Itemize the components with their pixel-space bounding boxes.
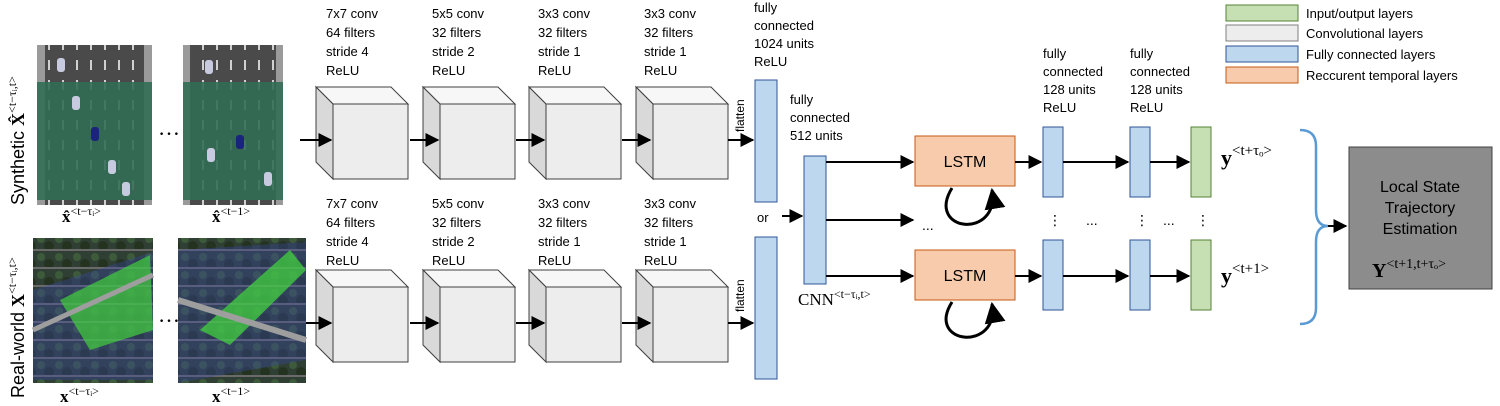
real-world-row-label: Real-world X<t−τᵢ,t> (5, 257, 28, 398)
fc512-arrows (826, 155, 915, 283)
fc1024-top-block (754, 79, 778, 203)
output-bottom-label: y<t+1> (1221, 261, 1269, 288)
conv4-top-cube (634, 85, 730, 181)
lstm-top-loop (944, 187, 1006, 226)
conv1-top-cube (314, 85, 410, 181)
real-world-image-first (31, 238, 155, 383)
synthetic-image-first (37, 45, 152, 205)
conv2-top-cube (421, 85, 517, 181)
conv2-bottom-cube (421, 268, 517, 364)
legend-label-input-output: Input/output layers (1306, 6, 1413, 21)
synthetic-first-caption: x̂<t−τᵢ> (62, 204, 101, 226)
svg-text:⋮: ⋮ (1135, 212, 1149, 228)
output-top-label: y<t+τₒ> (1221, 143, 1272, 170)
conv3-top-cube (527, 85, 623, 181)
synthetic-row-label: Synthetic X̂<t−τᵢ,t> (5, 76, 28, 205)
output-bottom-block (1190, 239, 1212, 311)
cnn-label: CNN<t−τᵢ,t> (798, 287, 871, 309)
legend-label-convolutional: Convolutional layers (1306, 26, 1424, 41)
lstm-bottom-label: LSTM (944, 268, 987, 285)
conv4-bottom-cube (634, 268, 730, 364)
fc128-first-bottom-block (1042, 239, 1064, 311)
conv-arrows (300, 133, 755, 330)
lstm-bottom-loop (944, 301, 1006, 339)
legend-swatch-convolutional (1225, 24, 1299, 42)
middle-ellipses: ⋮ ... ⋮ ... ⋮ (1048, 212, 1210, 228)
legend-swatch-input-output (1225, 4, 1299, 22)
real-world-last-caption: x<t−1> (212, 384, 250, 406)
svg-text:...: ... (1086, 212, 1098, 228)
fc1024-bottom-block (754, 236, 778, 380)
legend-label-fully-connected: Fully connected layers (1306, 47, 1436, 62)
svg-text:⋮: ⋮ (1048, 212, 1062, 228)
final-estimation-box (1348, 146, 1493, 290)
synthetic-image-last (183, 45, 283, 205)
fc128-second-top-block (1129, 126, 1151, 198)
real-world-first-caption: x<t−τᵢ> (60, 384, 99, 406)
synthetic-last-caption: x̂<t−1> (212, 204, 250, 226)
conv1-bottom-cube (314, 268, 410, 364)
or-label: or (757, 210, 769, 225)
real-world-dots: … (158, 302, 180, 327)
real-world-image-last (177, 238, 307, 383)
svg-text:...: ... (1163, 212, 1175, 228)
fc512-block (803, 155, 827, 285)
fc128-second-bottom-block (1129, 239, 1151, 311)
final-box-symbol: Y<t+1,t+τₒ> (1372, 257, 1446, 282)
lstm-top-label: LSTM (944, 154, 987, 171)
svg-text:⋮: ⋮ (1196, 212, 1210, 228)
lstm-ellipsis: ... (922, 217, 934, 233)
legend-label-recurrent: Reccurent temporal layers (1306, 68, 1458, 83)
flatten-label-top: flatten (733, 99, 747, 132)
conv-cubes (314, 85, 730, 364)
legend-swatch-fully-connected (1225, 45, 1299, 63)
output-brace (1299, 128, 1329, 326)
fc128-first-top-block (1042, 126, 1064, 198)
output-top-block (1190, 126, 1212, 198)
legend: Input/output layers Convolutional layers… (1225, 4, 1458, 84)
conv3-bottom-cube (527, 268, 623, 364)
legend-swatch-recurrent (1225, 66, 1299, 84)
temporal-arrows (1015, 155, 1191, 283)
flatten-label-bottom: flatten (733, 279, 747, 312)
synthetic-dots: … (158, 115, 180, 140)
